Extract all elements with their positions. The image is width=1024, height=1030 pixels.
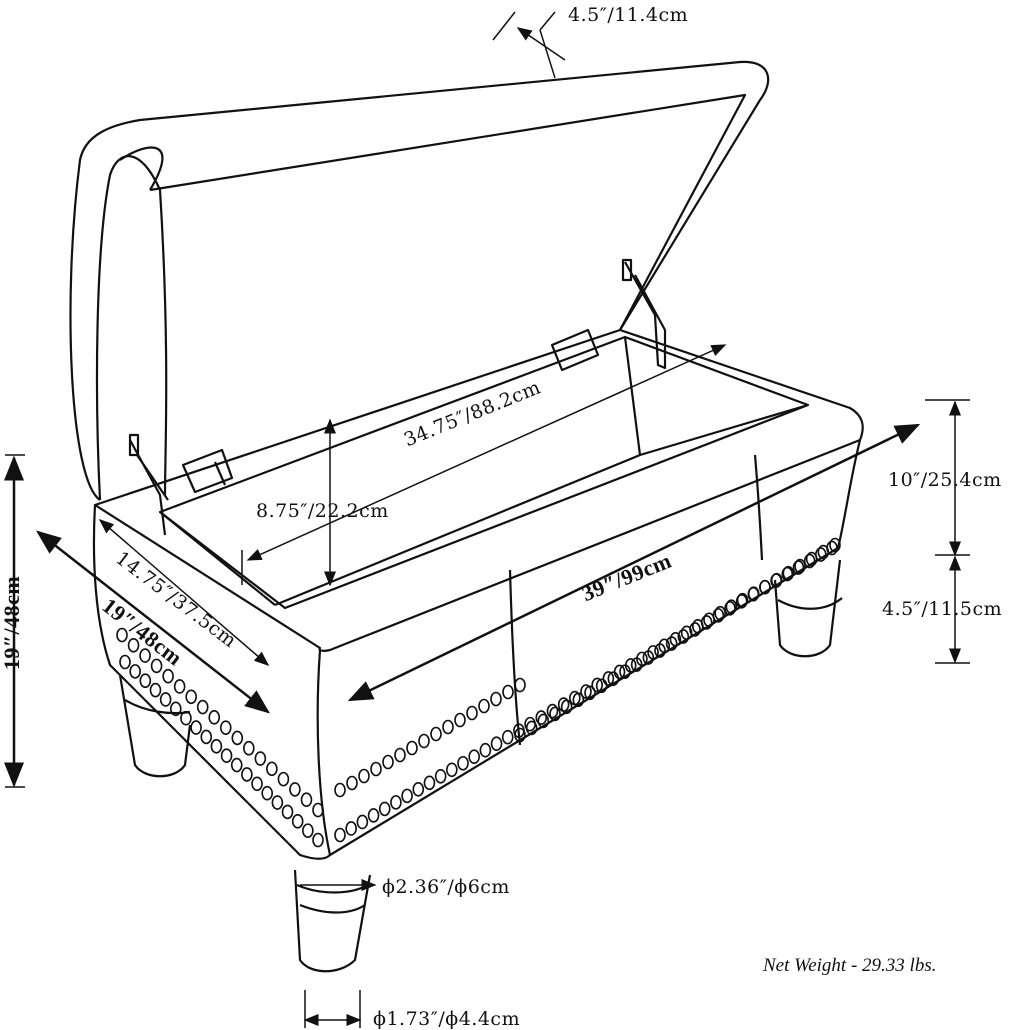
nailhead: [230, 757, 243, 773]
nailhead: [434, 768, 447, 784]
nailhead: [406, 740, 418, 756]
nailhead: [401, 788, 413, 804]
nailhead: [302, 823, 314, 838]
nailhead: [119, 654, 131, 670]
nailhead: [334, 782, 346, 798]
nailhead: [423, 775, 436, 791]
nailhead: [549, 706, 561, 722]
label-overall-height: 19″/48cm: [0, 575, 25, 671]
nailhead: [289, 782, 301, 797]
label-leg-top-diameter: ϕ2.36″/ϕ6cm: [382, 876, 510, 898]
nailhead: [251, 776, 263, 792]
dim-overall-length: [347, 423, 921, 702]
label-leg-bottom-diameter: ϕ1.73″/ϕ4.4cm: [373, 1008, 521, 1030]
nailhead: [334, 827, 346, 843]
nailhead: [466, 705, 478, 721]
nailhead: [468, 749, 480, 765]
leg-front: [293, 869, 372, 973]
nailhead: [346, 775, 358, 791]
box-rim-inner: [158, 335, 810, 610]
nailhead: [200, 729, 213, 745]
nailhead: [162, 668, 174, 684]
nailhead: [129, 664, 141, 679]
net-weight: Net Weight - 29.33 lbs.: [763, 955, 937, 976]
nailhead: [281, 804, 294, 820]
nailhead: [525, 720, 538, 736]
nailhead: [430, 726, 442, 742]
nailhead: [196, 699, 209, 715]
nailhead: [394, 747, 406, 763]
nailhead: [378, 801, 391, 817]
nailhead: [478, 698, 490, 714]
nailhead: [241, 767, 253, 782]
lid-outer: [69, 60, 770, 501]
nailhead: [703, 612, 715, 628]
nailhead: [208, 710, 221, 725]
nailhead: [514, 677, 526, 693]
label-leg-height: 4.5″/11.5cm: [882, 598, 1003, 620]
nailhead: [254, 751, 267, 766]
nailhead: [345, 821, 357, 836]
nailhead: [490, 736, 503, 751]
nailhead: [312, 802, 324, 818]
nailhead: [502, 684, 514, 700]
nailhead: [446, 762, 458, 778]
nailhead: [159, 692, 172, 707]
nailhead: [190, 720, 202, 735]
lid-inner: [95, 155, 168, 501]
nailhead: [220, 748, 233, 763]
nailhead: [514, 727, 526, 743]
nailhead: [266, 761, 278, 777]
lid-panel: [149, 93, 747, 331]
nailhead: [243, 740, 255, 756]
nailhead: [271, 795, 284, 810]
nailhead: [139, 673, 152, 689]
nailhead: [210, 739, 223, 754]
nailhead: [454, 712, 466, 728]
nailhead: [219, 720, 232, 735]
nailhead: [370, 761, 382, 777]
nailhead: [358, 768, 370, 784]
nailhead: [277, 771, 290, 787]
nailhead: [537, 713, 550, 729]
leg-left: [118, 674, 192, 778]
dim-overall-depth: [36, 530, 270, 714]
nailhead: [535, 710, 548, 725]
nailhead: [390, 795, 402, 810]
nailhead: [412, 782, 425, 797]
nailhead: [490, 691, 502, 707]
nailhead: [501, 729, 514, 745]
nailhead: [457, 755, 469, 771]
nailhead: [149, 682, 162, 698]
nailhead: [442, 719, 454, 735]
nailhead: [261, 785, 274, 801]
nailhead: [546, 703, 559, 719]
nailhead: [382, 754, 394, 770]
nailhead: [291, 813, 304, 829]
nailhead: [231, 730, 244, 746]
nailhead: [367, 808, 380, 823]
nailhead: [173, 679, 186, 694]
label-inner-depth: 8.75″/22.2cm: [256, 500, 389, 522]
label-box-height: 10″/25.4cm: [888, 469, 1002, 491]
nailhead: [185, 689, 197, 705]
nailhead: [418, 733, 430, 749]
label-lid-thickness: 4.5″/11.4cm: [568, 4, 689, 26]
nailhead: [300, 792, 313, 808]
nailhead: [312, 832, 324, 848]
nailhead: [180, 710, 192, 726]
nailhead: [479, 742, 492, 758]
nailhead: [356, 814, 369, 830]
